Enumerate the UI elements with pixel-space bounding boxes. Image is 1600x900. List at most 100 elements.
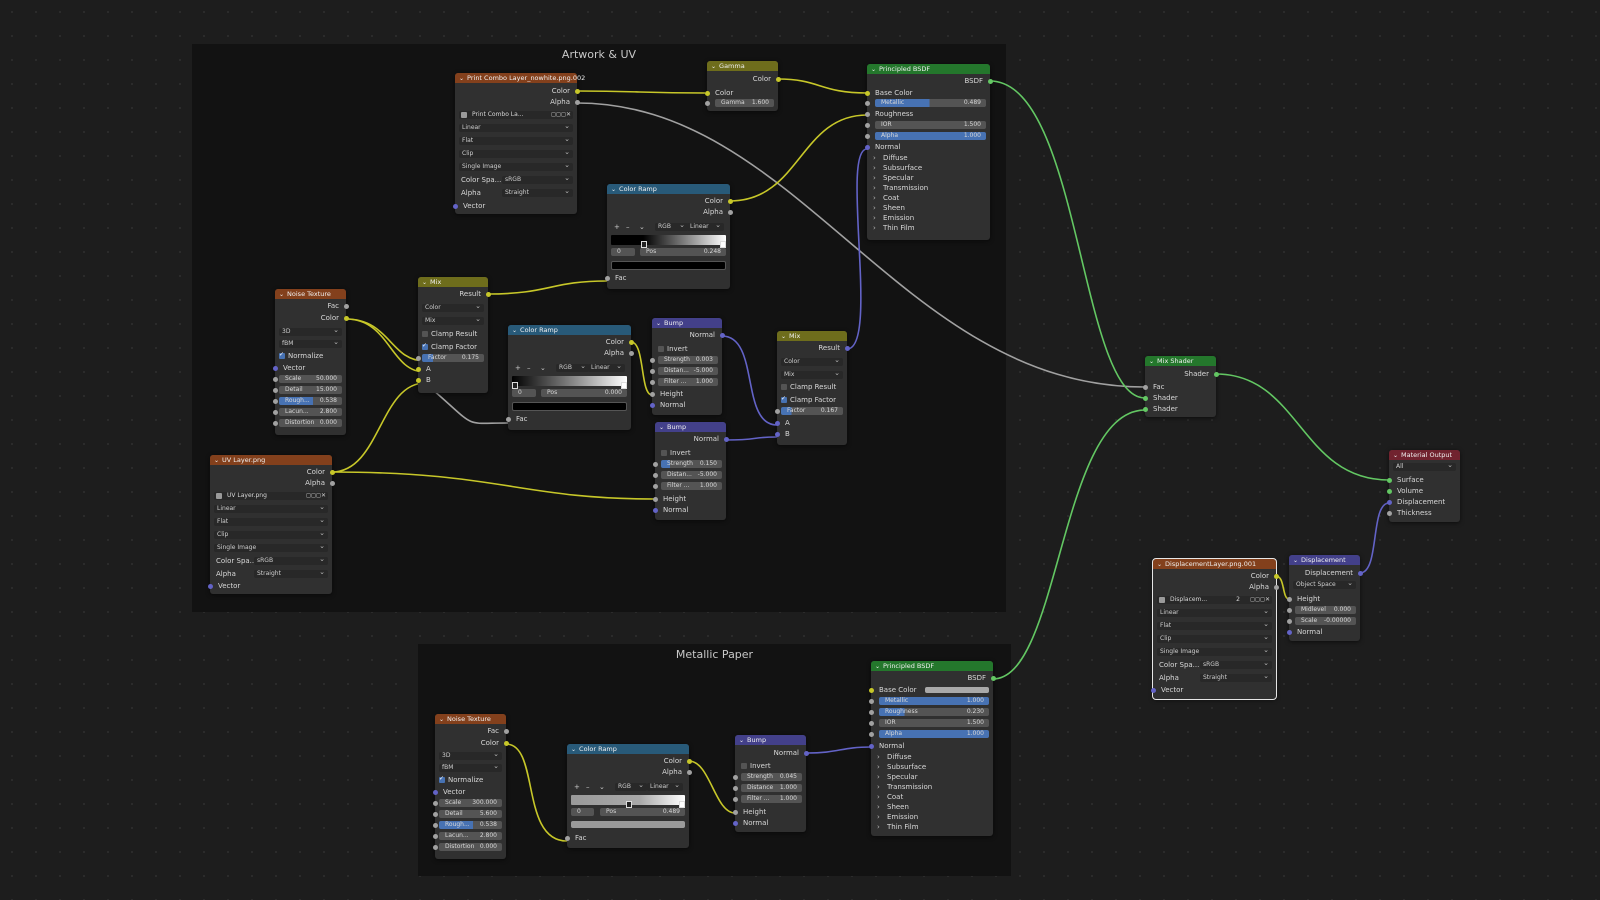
chevron-down-icon[interactable]: ⌄ (599, 783, 605, 791)
panel-transmission[interactable]: ›Transmission (877, 783, 933, 791)
noise-type-dropdown[interactable]: fBM (439, 762, 502, 772)
projection-dropdown[interactable]: Flat (214, 516, 328, 526)
node-header[interactable]: ⌄Bump (652, 318, 722, 328)
socket-displacement-out[interactable] (1357, 570, 1363, 576)
chevron-down-icon[interactable]: ⌄ (214, 457, 220, 464)
node-header[interactable]: ⌄UV Layer.png (210, 455, 332, 465)
ramp-mode-dropdown[interactable]: RGB (615, 781, 647, 791)
socket-color[interactable] (343, 315, 349, 321)
color-ramp-gradient[interactable] (611, 235, 726, 248)
socket-a[interactable] (415, 366, 421, 372)
socket-color[interactable] (686, 758, 692, 764)
add-stop-icon[interactable]: + (515, 364, 521, 372)
panel-specular[interactable]: ›Specular (877, 773, 918, 781)
ramp-interp-dropdown[interactable]: Linear (687, 221, 724, 231)
roughness-field[interactable]: Rough...0.538 (279, 397, 342, 405)
node-header[interactable]: ⌄Color Ramp (607, 184, 730, 194)
chevron-down-icon[interactable]: ⌄ (459, 75, 465, 82)
socket-b[interactable] (774, 431, 780, 437)
socket-metallic[interactable] (864, 100, 870, 106)
panel-emission[interactable]: ›Emission (873, 214, 915, 222)
socket-vector[interactable] (452, 203, 458, 209)
data-type-dropdown[interactable]: Color (781, 356, 843, 366)
socket-normal[interactable] (864, 144, 870, 150)
projection-dropdown[interactable]: Flat (1157, 620, 1272, 630)
socket-roughness[interactable] (432, 822, 438, 828)
chevron-down-icon[interactable]: ⌄ (1293, 557, 1299, 564)
socket-detail[interactable] (432, 811, 438, 817)
colorspace-dropdown[interactable]: sRGB (254, 555, 328, 565)
socket-vector[interactable] (432, 789, 438, 795)
node-header[interactable]: ⌄Principled BSDF (871, 661, 993, 671)
panel-thin-film[interactable]: ›Thin Film (877, 823, 919, 831)
interpolation-dropdown[interactable]: Linear (459, 122, 573, 132)
color-ramp-gradient[interactable] (512, 376, 627, 389)
chevron-down-icon[interactable]: ⌄ (739, 737, 745, 744)
socket-gamma[interactable] (704, 100, 710, 106)
node-header[interactable]: ⌄DisplacementLayer.png.001 (1153, 559, 1276, 569)
chevron-down-icon[interactable]: ⌄ (781, 333, 787, 340)
node-header[interactable]: ⌄Color Ramp (567, 744, 689, 754)
panel-specular[interactable]: ›Specular (873, 174, 914, 182)
node-header[interactable]: ⌄Color Ramp (508, 325, 631, 335)
add-stop-icon[interactable]: + (574, 783, 580, 791)
socket-strength[interactable] (649, 357, 655, 363)
node-header[interactable]: ⌄Mix (777, 331, 847, 341)
panel-diffuse[interactable]: ›Diffuse (877, 753, 912, 761)
socket-metallic[interactable] (868, 698, 874, 704)
socket-normal-out[interactable] (803, 750, 809, 756)
target-dropdown[interactable]: All (1393, 461, 1456, 471)
roughness-field[interactable]: Rough...0.538 (439, 821, 502, 829)
chevron-down-icon[interactable]: ⌄ (871, 66, 877, 73)
socket-normal-in[interactable] (649, 402, 655, 408)
chevron-down-icon[interactable]: ⌄ (875, 663, 881, 670)
socket-strength[interactable] (732, 774, 738, 780)
ramp-stop[interactable] (640, 241, 647, 248)
distance-field[interactable]: Distan...-5.000 (661, 471, 722, 479)
invert-checkbox[interactable] (661, 450, 667, 456)
image-buttons[interactable]: ◻◻◻✕ (551, 111, 571, 118)
remove-stop-icon[interactable]: – (527, 364, 531, 372)
socket-fac[interactable] (564, 835, 570, 841)
chevron-down-icon[interactable]: ⌄ (1149, 358, 1155, 365)
stop-color-swatch[interactable] (571, 821, 685, 828)
chevron-down-icon[interactable]: ⌄ (639, 223, 645, 231)
socket-bsdf[interactable] (987, 78, 993, 84)
socket-displacement[interactable] (1386, 499, 1392, 505)
chevron-down-icon[interactable]: ⌄ (571, 746, 577, 753)
socket-distance[interactable] (649, 368, 655, 374)
panel-diffuse[interactable]: ›Diffuse (873, 154, 908, 162)
node-header[interactable]: ⌄Material Output (1389, 450, 1460, 460)
socket-vector[interactable] (1150, 687, 1156, 693)
source-dropdown[interactable]: Single Image (214, 542, 328, 552)
lacunarity-field[interactable]: Lacun...2.800 (439, 832, 502, 840)
invert-checkbox[interactable] (658, 346, 664, 352)
socket-surface[interactable] (1386, 477, 1392, 483)
socket-color[interactable] (775, 76, 781, 82)
socket-distance[interactable] (652, 472, 658, 478)
source-dropdown[interactable]: Single Image (459, 161, 573, 171)
ramp-stop[interactable] (621, 382, 627, 389)
ramp-interp-dropdown[interactable]: Linear (588, 362, 625, 372)
node-header[interactable]: ⌄Bump (735, 735, 806, 745)
alpha-dropdown[interactable]: Straight (502, 187, 573, 197)
socket-fac[interactable] (505, 416, 511, 422)
ramp-mode-dropdown[interactable]: RGB (655, 221, 688, 231)
base-color-swatch[interactable] (925, 687, 989, 693)
source-dropdown[interactable]: Single Image (1157, 646, 1272, 656)
ramp-stop[interactable] (679, 801, 685, 808)
dimensions-dropdown[interactable]: 3D (439, 750, 502, 760)
